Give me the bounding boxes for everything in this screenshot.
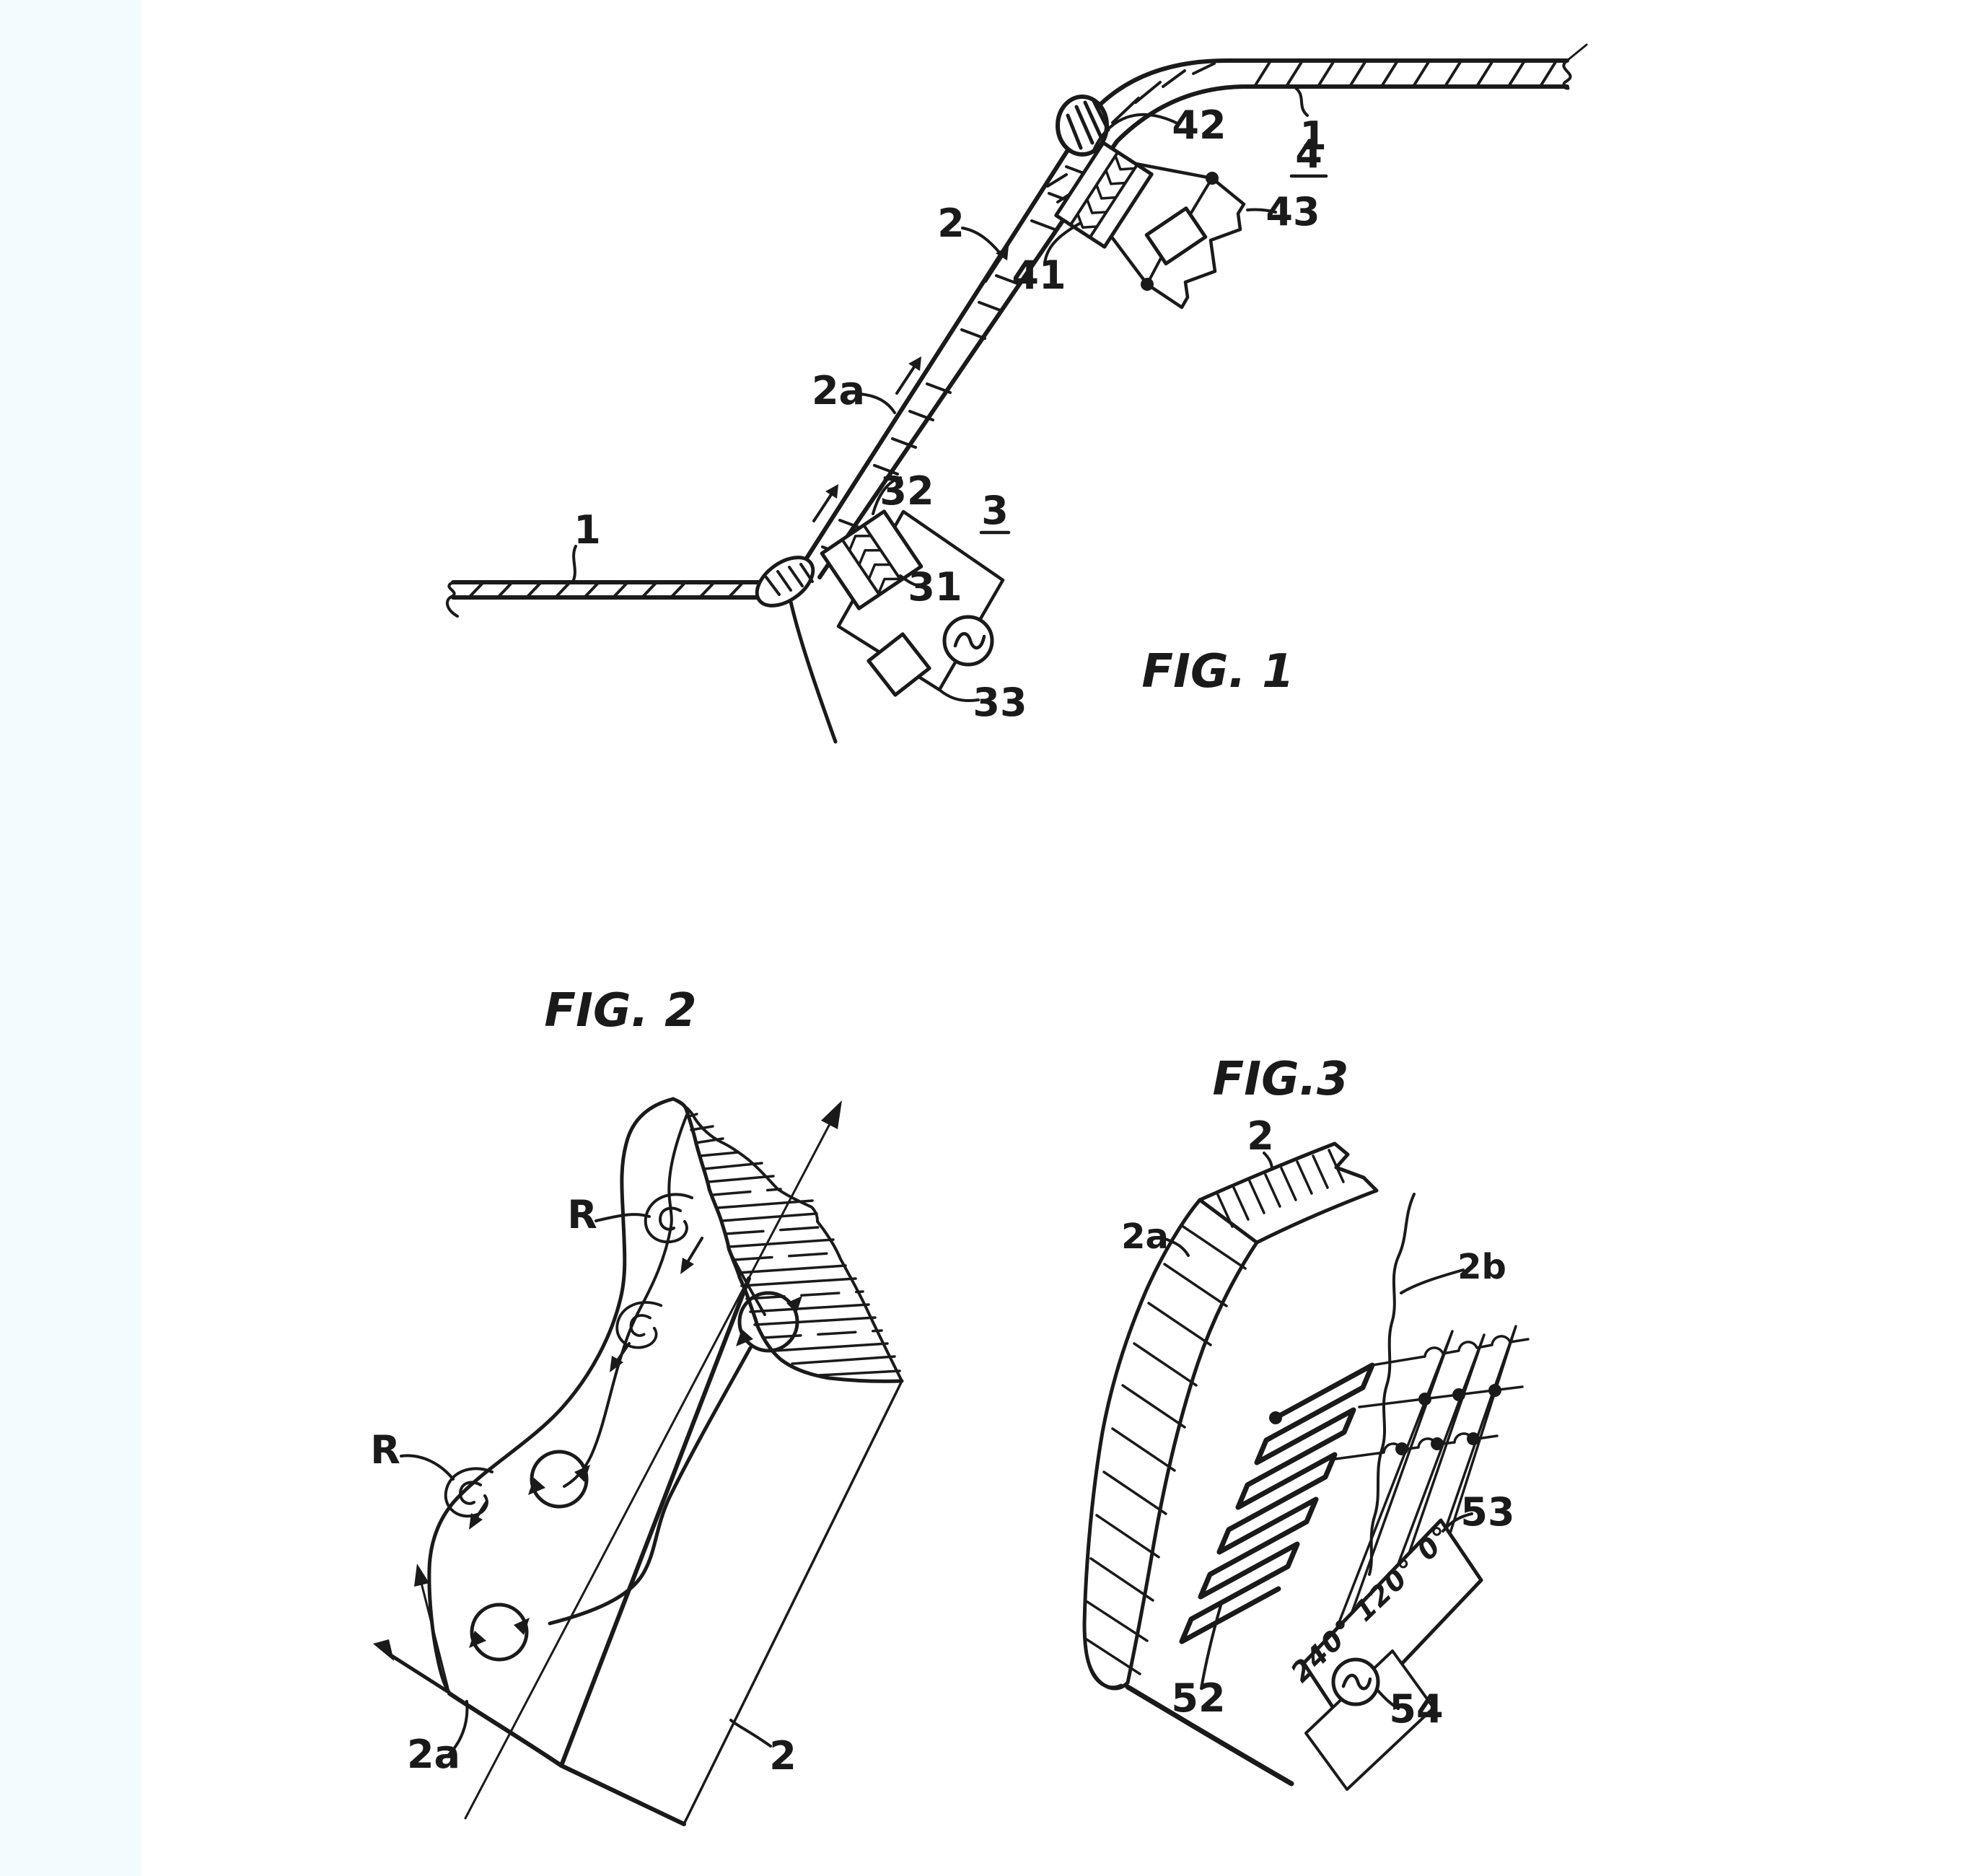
ref-deflector-fig3: 2	[1247, 1113, 1274, 1159]
ref-vortex-upper: R	[567, 1192, 597, 1237]
wedge-top-face	[671, 1097, 904, 1383]
figure2-leaders	[400, 1213, 772, 1756]
phase-bus-lines	[1334, 1335, 1530, 1460]
ref-loop-lower: 32	[879, 468, 934, 514]
ref-component-lower: 33	[973, 680, 1027, 725]
ref-circuit-lower: 3	[981, 488, 1009, 533]
figure-1: 1 2 2a 1 42 4 41 43 32 3 31 33 FIG. 1	[445, 43, 1588, 744]
wedge-left-outline	[427, 1097, 675, 1696]
slab-top-band	[1198, 1141, 1379, 1245]
deflector-hatching	[821, 165, 1091, 557]
left-margin-tint	[0, 0, 141, 1876]
ref-electrode: 52	[1171, 1675, 1225, 1721]
wave-direction-arrows	[812, 246, 1009, 522]
slab-bottom-edge	[1125, 1684, 1294, 1787]
upper-circuit	[1046, 141, 1246, 310]
panel-right-edge	[683, 1380, 903, 1825]
ref-phase-plate: 53	[1460, 1489, 1514, 1535]
phase-plate: 240° 120° 0°	[1284, 1518, 1483, 1791]
panel-bottom-edge	[447, 1691, 686, 1826]
panel-junction	[755, 556, 838, 744]
ref-deflector-surface: 2a	[812, 368, 865, 413]
ref-circuit-upper: 4	[1295, 131, 1322, 177]
ref-sensor-upper: 41	[1012, 253, 1066, 298]
face-tear-line	[1368, 1193, 1416, 1576]
roof-panel-hatching	[1111, 61, 1557, 124]
fold-edge	[559, 1276, 751, 1768]
edge-arrows	[373, 1564, 449, 1693]
figure3-leaders	[1162, 1152, 1473, 1710]
flow-arrows	[469, 1237, 703, 1530]
top-face-hatching	[685, 1113, 901, 1377]
ref-deflector-2: 2	[769, 1733, 797, 1779]
flow-lines	[548, 1113, 766, 1626]
vortex-circles	[469, 1291, 802, 1662]
long-arrow	[464, 1100, 842, 1820]
strain-sensor-upper	[1054, 141, 1154, 249]
figure-3: FIG.3	[1082, 1053, 1530, 1791]
pivot-joint	[1056, 95, 1110, 157]
figure3-title: FIG.3	[1213, 1053, 1349, 1106]
ref-face-fig3: 2b	[1457, 1247, 1506, 1287]
ref-top-panel: 1	[1299, 113, 1327, 159]
vortex-curls	[444, 1193, 693, 1518]
ref-sensor-lower: 31	[908, 564, 962, 610]
ref-surface-2a: 2a	[407, 1732, 460, 1777]
figure-2: FIG. 2	[370, 984, 904, 1826]
ac-source-icon	[1331, 1657, 1380, 1706]
ref-surface-fig3: 2a	[1121, 1217, 1169, 1257]
bottom-panel-strip	[445, 580, 771, 618]
figure1-leaders	[571, 87, 1328, 702]
strain-sensor-lower	[820, 509, 924, 610]
ref-vortex-lower: R	[370, 1427, 400, 1473]
ref-ac-source: 54	[1389, 1686, 1443, 1732]
figure1-title: FIG. 1	[1141, 645, 1294, 698]
ref-resistor-upper: 43	[1265, 189, 1320, 234]
ref-deflector: 2	[937, 201, 965, 246]
ac-source-icon	[942, 615, 994, 667]
lower-circuit	[820, 509, 1005, 697]
ref-bottom-panel: 1	[574, 507, 601, 553]
serpentine-electrode	[1179, 1362, 1375, 1644]
ref-loop-upper: 42	[1172, 102, 1226, 148]
figure2-title: FIG. 2	[544, 984, 696, 1038]
slab-left-band	[1082, 1198, 1259, 1691]
